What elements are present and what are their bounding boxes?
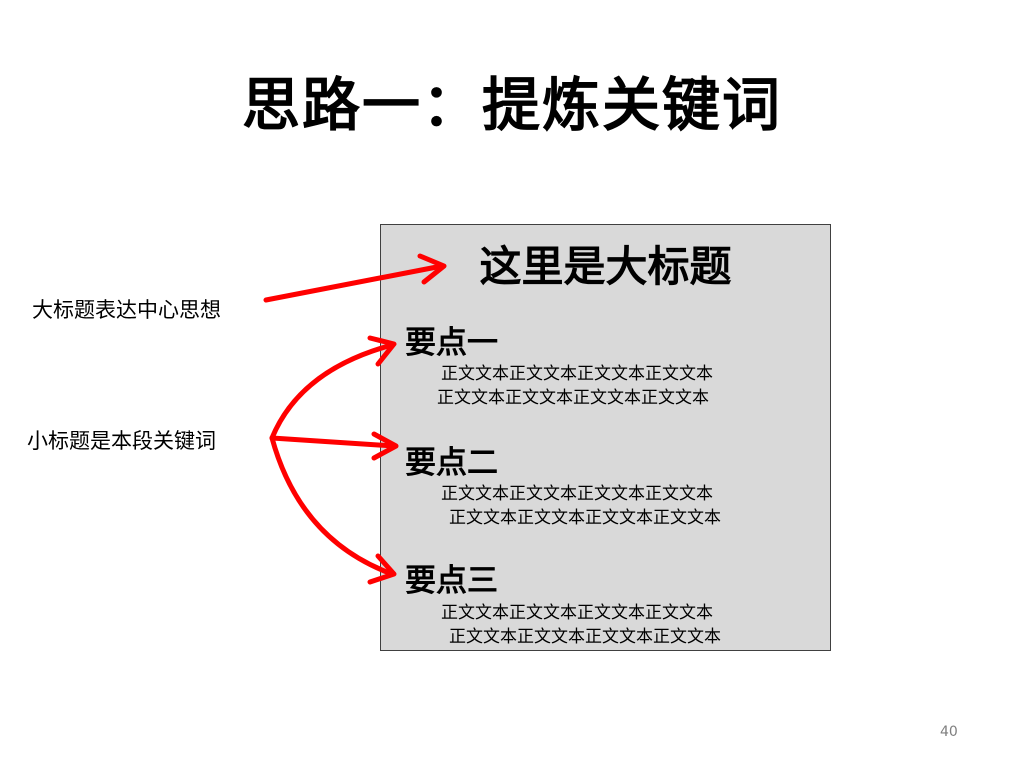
point-3-label: 要点三 xyxy=(405,563,498,599)
point-2-line-1: 正文文本正文文本正文文本正文文本 xyxy=(441,484,713,504)
arrow-head-point-2 xyxy=(371,431,399,461)
heading-callout: 大标题表达中心思想 xyxy=(32,298,221,322)
content-box: 这里是大标题 要点一 正文文本正文文本正文文本正文文本 正文文本正文文本正文文本… xyxy=(380,224,831,651)
arrow-head-point-1 xyxy=(367,335,397,367)
page-number: 40 xyxy=(940,724,958,740)
point-1-line-2: 正文文本正文文本正文文本正文文本 xyxy=(437,388,709,408)
arrow-head-point-3 xyxy=(367,553,397,585)
point-3-line-1: 正文文本正文文本正文文本正文文本 xyxy=(441,603,713,623)
box-heading: 这里是大标题 xyxy=(479,242,732,291)
point-2-line-2: 正文文本正文文本正文文本正文文本 xyxy=(449,508,721,528)
point-1-label: 要点一 xyxy=(405,325,498,361)
arrow-to-point-3 xyxy=(269,435,395,577)
arrow-to-point-2 xyxy=(269,435,397,449)
subheading-callout: 小标题是本段关键词 xyxy=(27,429,216,453)
point-3-line-2: 正文文本正文文本正文文本正文文本 xyxy=(449,627,721,647)
point-2-label: 要点二 xyxy=(405,445,498,481)
arrow-head-heading xyxy=(417,253,447,285)
point-1-line-1: 正文文本正文文本正文文本正文文本 xyxy=(441,364,713,384)
arrow-to-heading xyxy=(263,263,445,303)
slide-title: 思路一：提炼关键词 xyxy=(241,71,782,139)
arrow-to-point-1 xyxy=(269,342,395,441)
